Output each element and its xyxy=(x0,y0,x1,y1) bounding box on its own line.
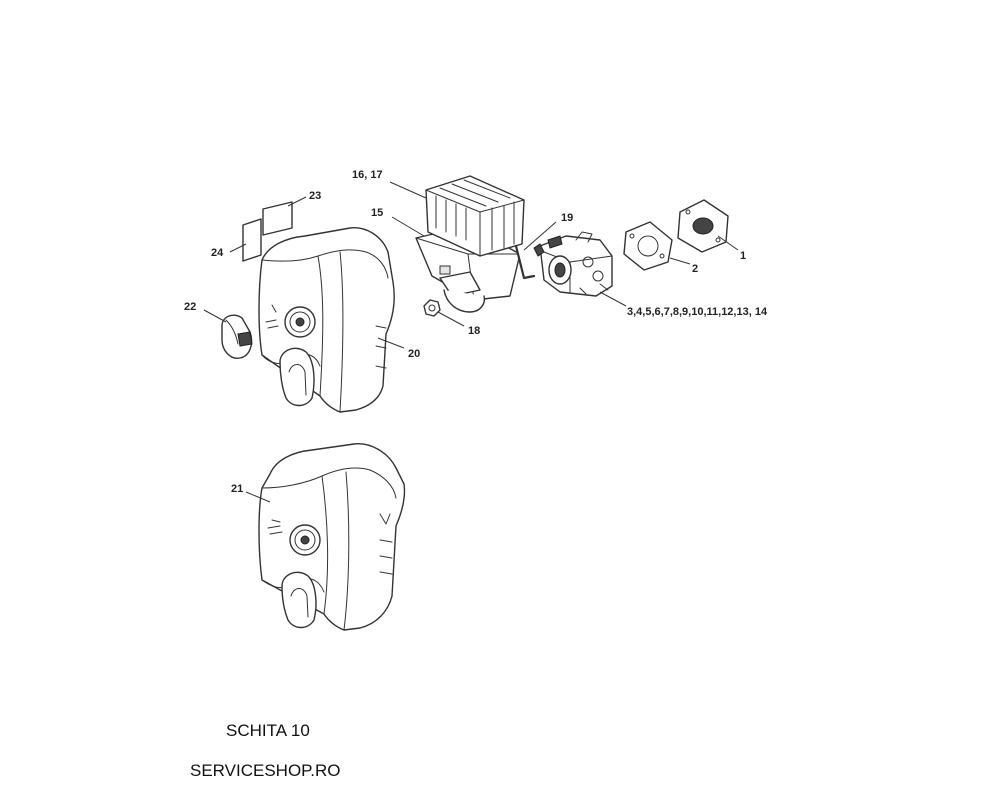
callout-22: 22 xyxy=(184,301,196,313)
filter-pad-part-23 xyxy=(262,201,293,236)
callout-19: 19 xyxy=(561,212,573,224)
callout-2: 2 xyxy=(692,263,698,275)
callout-24: 24 xyxy=(211,247,224,259)
key-part-19 xyxy=(514,244,536,280)
shop-caption: SERVICESHOP.RO xyxy=(190,761,341,780)
leader-22 xyxy=(203,309,227,323)
flange-part-1 xyxy=(677,199,729,253)
callout-23: 23 xyxy=(309,190,321,202)
leader-21 xyxy=(245,491,271,503)
callout-1: 1 xyxy=(740,250,746,262)
leader-3-14 xyxy=(599,291,627,307)
leader-23 xyxy=(287,196,307,207)
callout-3-14: 3,4,5,6,7,8,9,10,11,12,13, 14 xyxy=(627,306,768,318)
leader-19 xyxy=(523,221,557,251)
gasket-part-2 xyxy=(623,221,673,271)
callout-20: 20 xyxy=(408,348,420,360)
top-cover-part-20 xyxy=(258,227,405,413)
leader-2 xyxy=(669,257,691,265)
callout-16-17: 16, 17 xyxy=(352,169,383,181)
callout-15: 15 xyxy=(371,207,383,219)
leader-24 xyxy=(229,243,247,253)
filter-pad-part-24 xyxy=(242,218,262,262)
leader-18 xyxy=(437,311,465,327)
air-filter-part-16-17 xyxy=(425,175,525,257)
leader-15 xyxy=(391,216,425,237)
sheet-caption: SCHITA 10 xyxy=(226,721,310,740)
leader-lines xyxy=(203,181,739,503)
cover-part-21 xyxy=(258,443,406,631)
nut-part-18 xyxy=(423,299,441,317)
callout-21: 21 xyxy=(231,483,243,495)
leader-1 xyxy=(717,235,739,251)
knob-part-22 xyxy=(221,314,253,359)
callout-labels: 16, 17 15 23 24 19 1 2 3,4,5,6,7,8,9,10,… xyxy=(184,169,768,495)
carburetor-part-3-14 xyxy=(533,231,613,297)
leader-16-17 xyxy=(389,181,427,199)
callout-18: 18 xyxy=(468,325,480,337)
